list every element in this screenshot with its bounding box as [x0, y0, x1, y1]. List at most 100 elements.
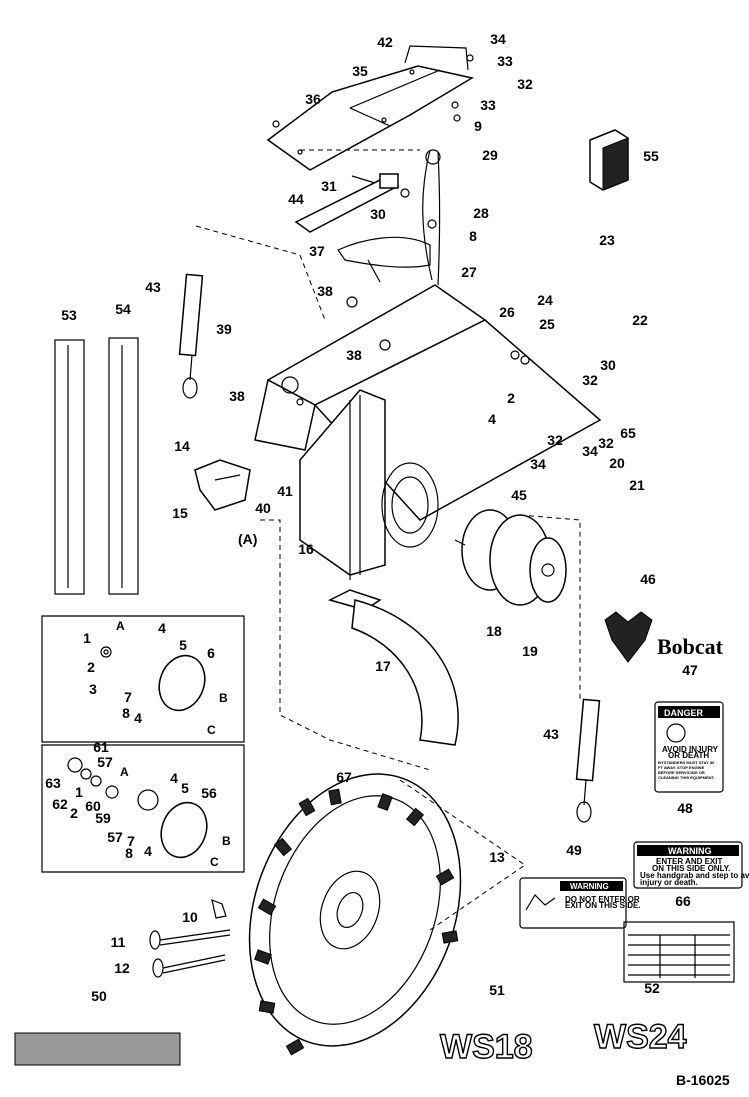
callout-2: 2 [70, 805, 78, 821]
callout-16: 16 [298, 541, 314, 557]
callout-28: 28 [473, 205, 489, 221]
callout-7: 7 [124, 689, 132, 705]
callout-1: 1 [75, 784, 83, 800]
warning48-header: WARNING [668, 846, 712, 856]
callout-38: 38 [229, 388, 245, 404]
bracket-15 [194, 459, 251, 511]
callout-27: 27 [461, 264, 477, 280]
callout-57: 57 [107, 829, 123, 845]
decal-chart-66 [623, 921, 735, 983]
reflective-decal-band [14, 1032, 181, 1066]
callout-32: 32 [598, 435, 614, 451]
callout-4: 4 [170, 770, 178, 786]
callout-47: 47 [682, 662, 698, 678]
decal-warning-48: WARNING ENTER AND EXIT ON THIS SIDE ONLY… [633, 841, 749, 889]
callout-24: 24 [537, 292, 553, 308]
danger-line1: AVOID INJURY [662, 745, 719, 754]
danger-line2: OR DEATH [668, 751, 709, 760]
callout-15: 15 [172, 505, 188, 521]
decal-danger: DANGER AVOID INJURY OR DEATH BYSTANDERS … [654, 701, 724, 793]
callout-56: 56 [201, 785, 217, 801]
callout-34: 34 [490, 31, 506, 47]
callout-5: 5 [179, 637, 187, 653]
model-decal-ws18: WS18 [440, 1028, 533, 1066]
callout-61: 61 [93, 739, 109, 755]
callout-39: 39 [216, 321, 232, 337]
callout-35: 35 [352, 63, 368, 79]
callout-65: 65 [620, 425, 636, 441]
callout-4: 4 [134, 710, 142, 726]
callout-30: 30 [370, 206, 386, 222]
callout-55: 55 [643, 148, 659, 164]
callout-51: 51 [489, 982, 505, 998]
callout-63: 63 [45, 775, 61, 791]
hydraulic-cylinder-upper [178, 273, 204, 399]
callout-67: 67 [336, 769, 352, 785]
hydraulic-cylinder-lower [575, 698, 601, 823]
callout-32: 32 [547, 432, 563, 448]
top-cover-plates [266, 45, 475, 171]
callout-13: 13 [489, 849, 505, 865]
callout-6: 6 [207, 645, 215, 661]
cutter-wheel [248, 773, 462, 1056]
callout-46: 46 [640, 571, 656, 587]
callout-36: 36 [305, 91, 321, 107]
callout-26: 26 [499, 304, 515, 320]
view-label: (A) [238, 531, 257, 547]
callout-41: 41 [277, 483, 293, 499]
callout-37: 37 [309, 243, 325, 259]
callout-9: 9 [474, 118, 482, 134]
callout-4: 4 [488, 411, 496, 427]
warning49-header: WARNING [570, 882, 609, 891]
callout-10: 10 [182, 909, 198, 925]
callout-8: 8 [122, 705, 130, 721]
callout-62: 62 [52, 796, 68, 812]
inset-letter-c: C [210, 855, 219, 869]
callout-43: 43 [145, 279, 161, 295]
callout-2: 2 [87, 659, 95, 675]
depth-gauge-strips [54, 337, 139, 595]
callout-32: 32 [582, 372, 598, 388]
warning49-line1: DO NOT ENTER OR [565, 895, 640, 904]
callout-66: 66 [675, 893, 691, 909]
callout-20: 20 [609, 455, 625, 471]
decal-warning-49: WARNING DO NOT ENTER OR EXIT ON THIS SID… [519, 877, 641, 929]
callout-38: 38 [346, 347, 362, 363]
callout-59: 59 [95, 810, 111, 826]
callout-22: 22 [632, 312, 648, 328]
callout-33: 33 [497, 53, 513, 69]
callout-30: 30 [600, 357, 616, 373]
callout-53: 53 [61, 307, 77, 323]
callout-33: 33 [480, 97, 496, 113]
callout-25: 25 [539, 316, 555, 332]
motor-45 [454, 509, 567, 606]
callout-12: 12 [114, 960, 130, 976]
callout-45: 45 [511, 487, 527, 503]
leader-dashes [195, 149, 581, 931]
callout-38: 38 [317, 283, 333, 299]
hub-kit-inset [41, 615, 245, 873]
callout-44: 44 [288, 191, 304, 207]
cylinder-assembly [294, 149, 441, 286]
callout-31: 31 [321, 178, 337, 194]
callout-23: 23 [599, 232, 615, 248]
model-decal-ws24: WS24 [594, 1018, 687, 1056]
callout-21: 21 [629, 477, 645, 493]
storage-box-55 [589, 129, 629, 191]
callout-54: 54 [115, 301, 131, 317]
callout-11: 11 [111, 934, 126, 950]
callout-57: 57 [97, 754, 113, 770]
danger-body: BYSTANDERS MUST STAY 50 FT AWAY. STOP EN… [658, 760, 715, 780]
warning48-line3: Use handgrab and step to avoid [640, 871, 749, 880]
inset-letter-a: A [116, 619, 125, 633]
callout-3: 3 [89, 681, 97, 697]
shank-17 [351, 599, 459, 746]
callout-34: 34 [530, 456, 546, 472]
callout-14: 14 [174, 438, 190, 454]
callout-19: 19 [522, 643, 538, 659]
callout-52: 52 [644, 980, 660, 996]
main-frame [254, 284, 602, 611]
